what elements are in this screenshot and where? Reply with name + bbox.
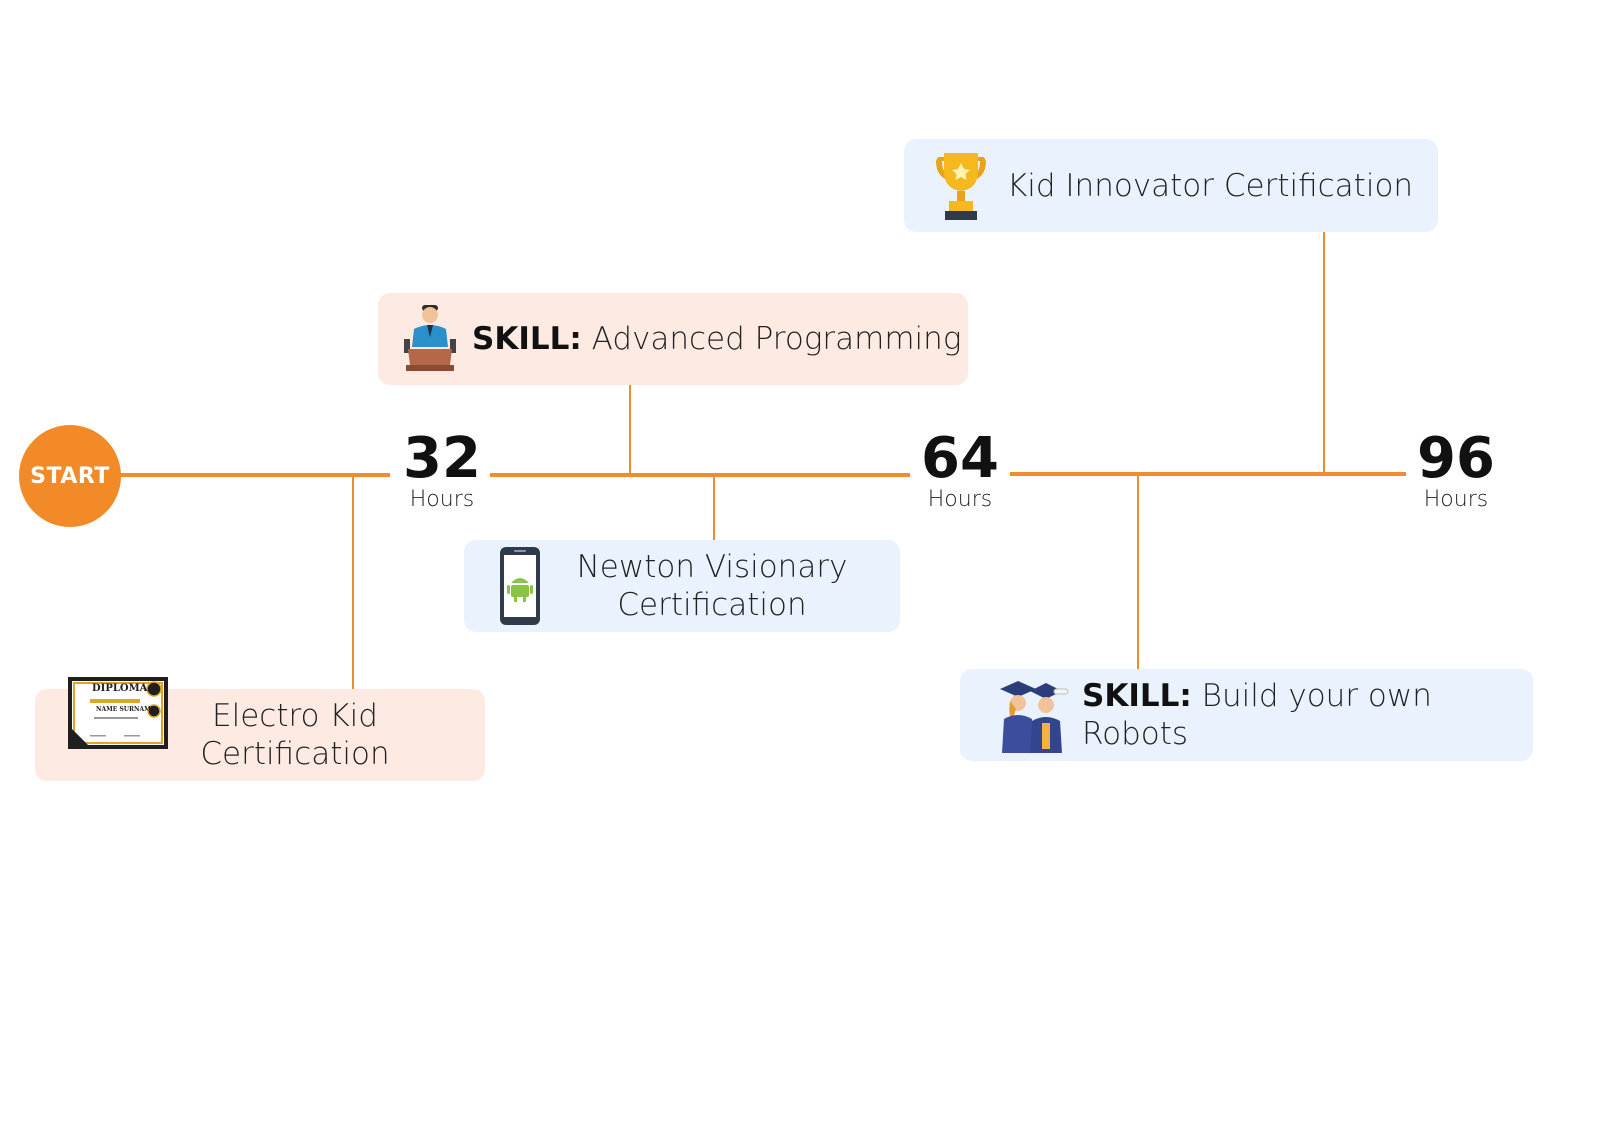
- diploma-name: NAME SURNAME: [96, 706, 156, 713]
- card-title: Electro Kid Certification: [35, 697, 485, 773]
- card-build-robots: SKILL: Build your own Robots: [960, 669, 1533, 761]
- skill-name: Build your own Robots: [1082, 678, 1432, 752]
- android-phone-icon: [496, 545, 544, 627]
- card-kid-innovator: Kid Innovator Certification: [904, 139, 1438, 232]
- skill-prefix: SKILL:: [1082, 678, 1192, 714]
- milestone-64-hours: 64 Hours: [918, 430, 1002, 512]
- connector-advanced-programming: [629, 385, 631, 473]
- card-title-line2: Certification: [200, 736, 390, 772]
- milestone-unit: Hours: [409, 487, 475, 512]
- card-electro-kid: DIPLOMA NAME SURNAME Electro Kid Certifi…: [35, 677, 485, 781]
- card-title: SKILL: Advanced Programming: [460, 320, 968, 358]
- card-title: Newton Visionary Certification: [544, 548, 900, 624]
- connector-newton-visionary: [713, 477, 715, 540]
- card-title-line2: Certification: [617, 587, 807, 623]
- timeline-segment-64-96: [1010, 472, 1406, 476]
- card-title-line1: Electro Kid: [212, 698, 378, 734]
- connector-build-robots: [1137, 476, 1139, 669]
- timeline-segment-start: [118, 473, 390, 477]
- milestone-number: 96: [1417, 426, 1495, 491]
- card-title-line1: Newton Visionary: [576, 549, 848, 585]
- speaker-podium-icon: [400, 303, 460, 375]
- card-newton-visionary: Newton Visionary Certification: [464, 540, 900, 632]
- card-advanced-programming: SKILL: Advanced Programming: [378, 293, 968, 385]
- skill-prefix: SKILL:: [472, 321, 582, 357]
- card-title: Kid Innovator Certification: [1006, 167, 1414, 204]
- milestone-unit: Hours: [927, 487, 993, 512]
- milestone-number: 32: [403, 426, 481, 491]
- diploma-icon: DIPLOMA NAME SURNAME: [68, 677, 168, 749]
- card-title: SKILL: Build your own Robots: [1070, 677, 1533, 753]
- start-badge: START: [19, 425, 121, 527]
- skill-name: Advanced Programming: [591, 321, 962, 357]
- connector-electro-kid: [352, 477, 354, 689]
- milestone-number: 64: [921, 426, 999, 491]
- diploma-title: DIPLOMA: [92, 683, 148, 694]
- graduates-icon: [996, 675, 1070, 755]
- milestone-32-hours: 32 Hours: [400, 430, 484, 512]
- trophy-icon: [930, 149, 992, 223]
- connector-kid-innovator: [1323, 232, 1325, 472]
- timeline-segment-32-64: [490, 473, 910, 477]
- milestone-96-hours: 96 Hours: [1414, 430, 1498, 512]
- milestone-unit: Hours: [1423, 487, 1489, 512]
